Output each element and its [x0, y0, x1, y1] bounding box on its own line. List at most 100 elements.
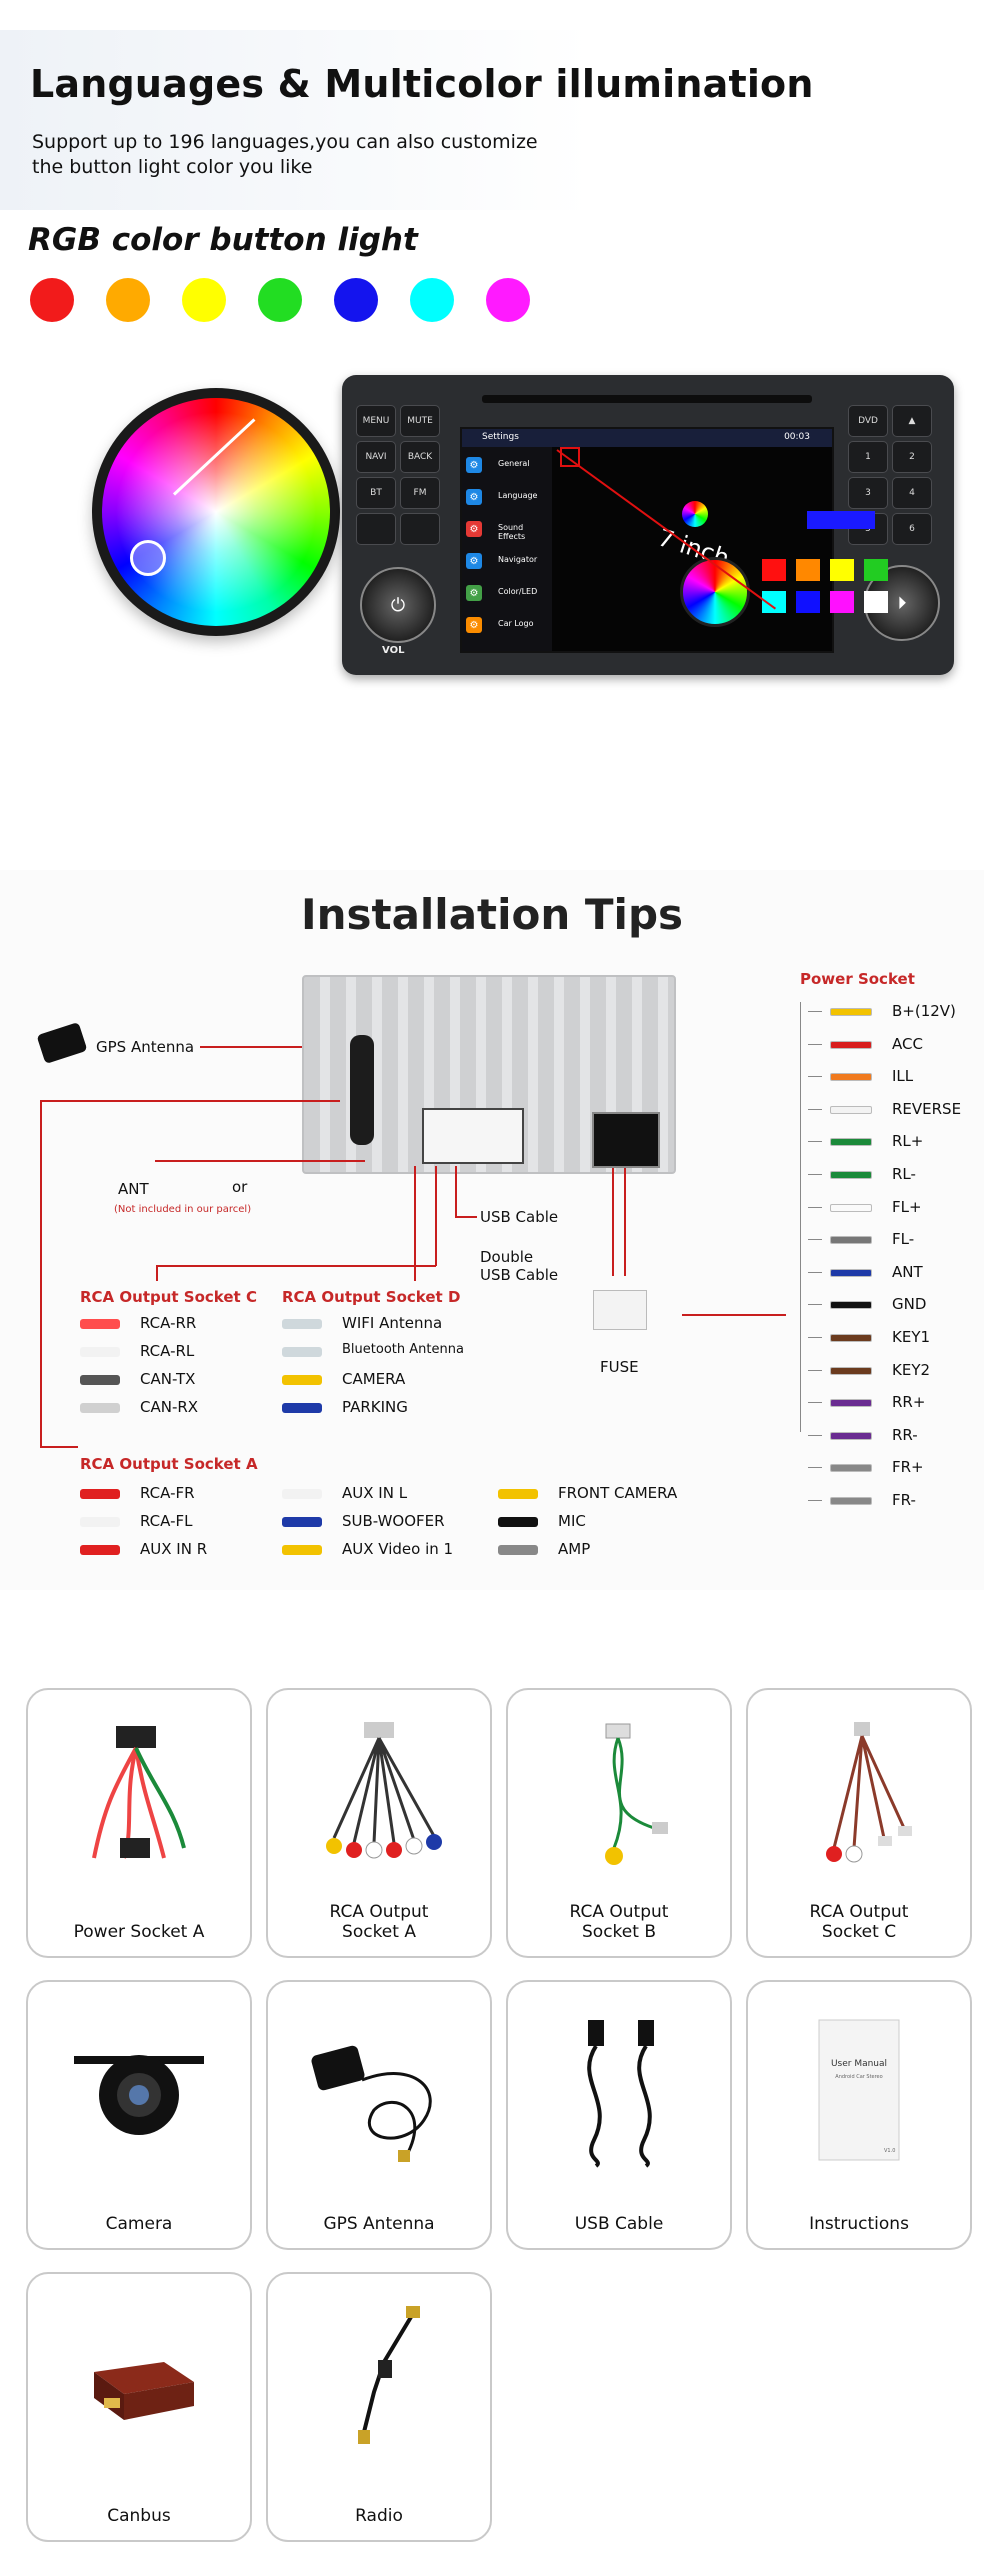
power-wire-icon — [830, 1334, 872, 1342]
power-bracket-tick — [808, 1369, 822, 1371]
color-tile[interactable] — [762, 559, 786, 581]
power-socket-label: ACC — [892, 1034, 923, 1053]
color-tile[interactable] — [830, 559, 854, 581]
settings-menu-item[interactable]: ⚙Sound Effects — [462, 517, 552, 541]
settings-menu-item[interactable]: ⚙Car Logo — [462, 613, 552, 637]
power-bracket-tick — [808, 1011, 822, 1012]
stereo-button[interactable] — [400, 513, 440, 545]
power-bracket-tick — [808, 1500, 822, 1501]
menu-item-icon: ⚙ — [466, 585, 482, 601]
package-card-rca-socket-c: RCA Output Socket C — [746, 1688, 972, 1958]
cable-plug-icon — [498, 1489, 538, 1499]
package-card-power-socket-a: Power Socket A — [26, 1688, 252, 1958]
stereo-button[interactable]: BACK — [400, 441, 440, 473]
section-title: Languages & Multicolor illumination — [30, 62, 814, 106]
stereo-button[interactable]: 6 — [892, 513, 932, 545]
rca-a-wire-h — [40, 1100, 340, 1102]
power-wire-icon — [830, 1171, 872, 1179]
settings-menu-item[interactable]: ⚙General — [462, 453, 552, 477]
stereo-button[interactable]: 4 — [892, 477, 932, 509]
or-label: or — [232, 1178, 248, 1196]
power-socket-label: ILL — [892, 1067, 914, 1086]
stereo-button[interactable]: 2 — [892, 441, 932, 473]
swatch-orange — [106, 278, 150, 322]
settings-menu: ⚙General ⚙Language ⚙Sound Effects ⚙Navigato… — [462, 447, 552, 651]
power-bracket-tick — [808, 1076, 822, 1078]
color-tile[interactable] — [762, 591, 786, 613]
settings-menu-item[interactable]: ⚙Language — [462, 485, 552, 509]
double-usb-label: Double USB Cable — [480, 1248, 559, 1284]
swatch-blue — [334, 278, 378, 322]
stereo-button[interactable]: NAVI — [356, 441, 396, 473]
power-socket-label: B+(12V) — [892, 1002, 956, 1020]
usb-wire — [455, 1166, 457, 1216]
screen-title: Settings — [482, 432, 519, 442]
svg-text:User Manual: User Manual — [831, 2059, 887, 2069]
power-socket-label: RL- — [892, 1165, 916, 1183]
power-socket-label: FL+ — [892, 1197, 922, 1216]
cable-plug-icon — [80, 1347, 120, 1357]
socket-label: PARKING — [342, 1398, 408, 1416]
stereo-button[interactable]: DVD — [848, 405, 888, 437]
stereo-button[interactable]: MENU — [356, 405, 396, 437]
color-tile[interactable] — [830, 591, 854, 613]
rca-c-wire — [156, 1265, 436, 1267]
package-card-radio: Radio — [266, 2272, 492, 2542]
power-socket-heading: Power Socket — [800, 970, 915, 988]
package-card-gps-antenna: GPS Antenna — [266, 1980, 492, 2250]
settings-menu-item[interactable]: ⚙Navigator — [462, 549, 552, 573]
stereo-button[interactable]: MUTE — [400, 405, 440, 437]
rca-c-drop — [156, 1265, 158, 1281]
package-card-caption: USB Cable — [574, 2214, 664, 2234]
stereo-button[interactable]: BT — [356, 477, 396, 509]
power-bracket-tick — [808, 1304, 822, 1306]
cable-plug-icon — [80, 1375, 120, 1385]
wheel-pointer — [172, 418, 256, 496]
screen-clock: 00:03 — [784, 432, 810, 442]
fuse-icon — [593, 1290, 647, 1330]
socket-label: WIFI Antenna — [342, 1314, 443, 1332]
highlight-arrow — [556, 449, 777, 610]
socket-label: AUX IN L — [342, 1484, 408, 1502]
status-bar: Settings 00:03 — [462, 429, 832, 447]
settings-menu-item[interactable]: ⚙ Color/LED — [462, 581, 552, 605]
package-card-caption: RCA Output Socket B — [569, 1902, 669, 1942]
power-socket-label: FL- — [892, 1230, 915, 1249]
stereo-button[interactable]: 1 — [848, 441, 888, 473]
color-tile[interactable] — [796, 591, 820, 613]
color-preview-bar — [807, 511, 875, 529]
socket-label: RCA-RL — [140, 1342, 195, 1360]
socket-label: CAN-RX — [140, 1398, 199, 1416]
swatch-red — [30, 278, 74, 322]
power-socket-label: GND — [892, 1295, 927, 1314]
cable-plug-icon — [282, 1517, 322, 1527]
rca-d-rise — [414, 1166, 416, 1281]
power-socket-wire — [682, 1314, 786, 1316]
socket-label: MIC — [558, 1512, 586, 1530]
stereo-button[interactable]: ▲ — [892, 405, 932, 437]
package-card-camera: Camera — [26, 1980, 252, 2250]
stereo-button[interactable] — [356, 513, 396, 545]
cable-plug-icon — [80, 1319, 120, 1329]
menu-item-label: Color/LED — [498, 587, 538, 596]
power-socket-a-icon — [54, 1718, 224, 1878]
stereo-button[interactable]: 3 — [848, 477, 888, 509]
fuse-label: FUSE — [600, 1358, 639, 1376]
highlight-frame — [560, 447, 580, 467]
package-card-rca-socket-a: RCA Output Socket A — [266, 1688, 492, 1958]
cable-plug-icon — [282, 1545, 322, 1555]
cable-plug-icon — [498, 1517, 538, 1527]
color-tile[interactable] — [864, 591, 888, 613]
section-subtitle: Support up to 196 languages,you can also… — [32, 131, 538, 178]
socket-label: RCA-FL — [140, 1512, 193, 1530]
power-socket-label: RR- — [892, 1425, 918, 1444]
power-wire-icon — [830, 1008, 872, 1016]
cable-plug-icon — [80, 1517, 120, 1527]
package-card-caption: GPS Antenna — [323, 2214, 435, 2234]
menu-item-icon: ⚙ — [466, 521, 482, 537]
color-tile[interactable] — [796, 559, 820, 581]
color-tile[interactable] — [864, 559, 888, 581]
stereo-button[interactable]: FM — [400, 477, 440, 509]
gps-wire — [200, 1046, 360, 1048]
